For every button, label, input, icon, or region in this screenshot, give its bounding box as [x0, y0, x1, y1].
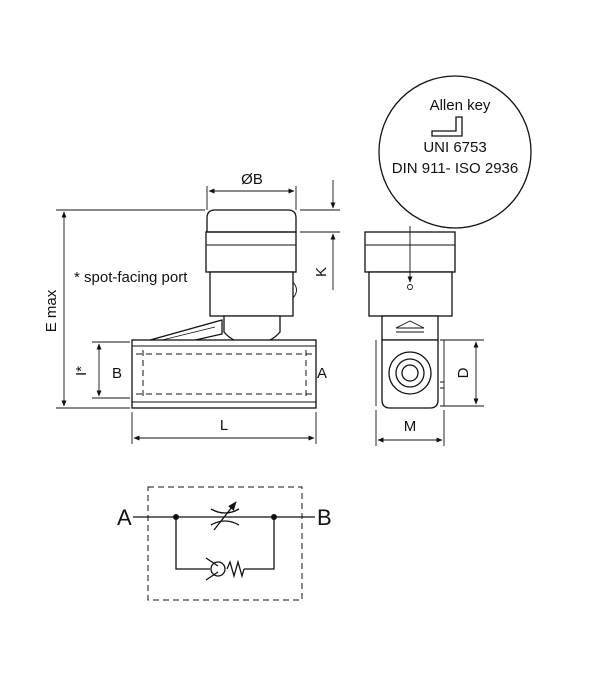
label-i-star: I*	[73, 366, 90, 376]
dimension-k: K	[300, 180, 340, 290]
side-body	[381, 339, 439, 409]
check-valve-ball	[210, 561, 226, 577]
dimension-e-max: E max	[43, 209, 205, 409]
label-phi-b: ØB	[241, 171, 263, 188]
label-k: K	[313, 267, 330, 277]
allen-key-callout: Allen key UNI 6753 DIN 911- ISO 2936	[378, 75, 532, 283]
valve-body	[131, 339, 317, 409]
dimension-i-star: I*	[73, 341, 130, 399]
label-l: L	[220, 417, 228, 434]
label-port-a-front: A	[317, 365, 327, 382]
dimension-phi-b: ØB	[206, 171, 297, 210]
schematic-envelope	[147, 486, 303, 601]
bonnet	[209, 271, 294, 317]
hydraulic-schematic: A B	[117, 486, 332, 601]
port-hole	[401, 364, 419, 382]
dimension-m: M	[375, 410, 445, 446]
allen-key-icon	[431, 116, 463, 137]
callout-title: Allen key	[430, 97, 491, 114]
dimension-l: L	[131, 412, 317, 444]
spot-facing-note: * spot-facing port	[74, 269, 188, 286]
side-bonnet	[368, 271, 453, 317]
check-valve-spring	[226, 559, 245, 579]
port-outer-ring	[388, 351, 432, 395]
dimension-d: D	[440, 339, 484, 407]
callout-line2: DIN 911- ISO 2936	[392, 160, 518, 177]
callout-line1: UNI 6753	[423, 139, 486, 156]
label-m: M	[404, 418, 417, 435]
label-e-max: E max	[43, 289, 60, 332]
label-d: D	[455, 367, 472, 378]
knob-cap	[206, 209, 297, 233]
side-view	[364, 231, 456, 409]
knurled-knob	[205, 231, 297, 273]
schematic-port-b: B	[317, 505, 332, 530]
throttle-symbol	[210, 508, 240, 514]
front-view	[131, 209, 317, 409]
label-port-b-front: B	[112, 365, 122, 382]
schematic-port-a: A	[117, 505, 132, 530]
